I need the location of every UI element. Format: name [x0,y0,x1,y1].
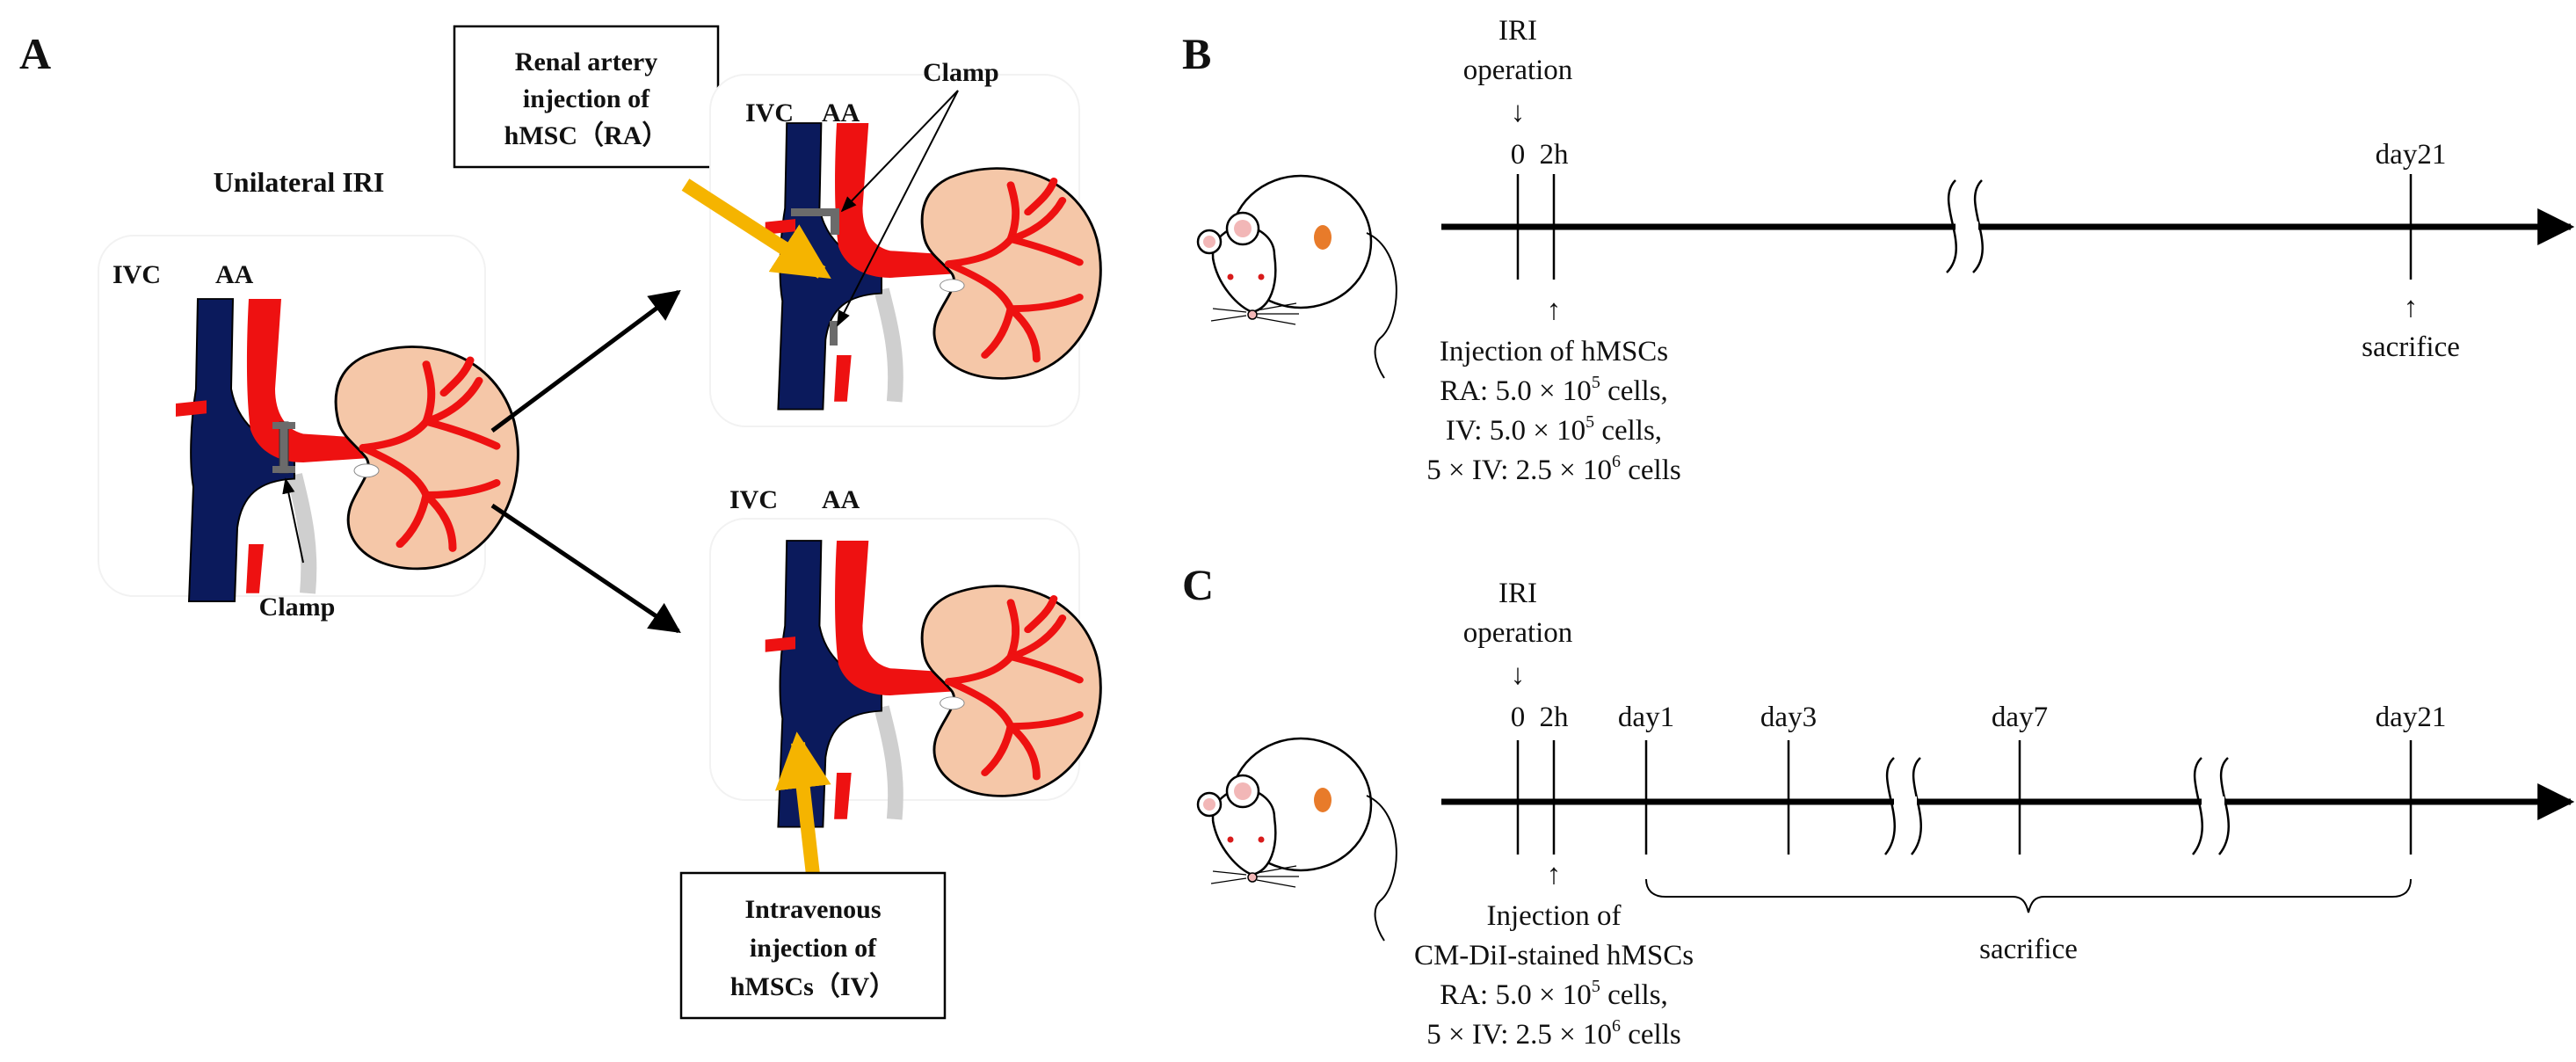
b-event-line-1: IRI [1498,15,1537,47]
b-up-arrow: ↑ [1547,295,1562,326]
c-tick-label-day21: day21 [2376,702,2447,733]
clamp-left [279,421,289,474]
aa-label-left: AA [215,260,254,289]
c-sacrifice: sacrifice [1979,934,2078,965]
c-injection-line-1: Injection of [1486,900,1621,932]
c-injection-line-2: CM-DiI-stained hMSCs [1414,940,1694,971]
iv-injection-arrow [774,731,831,876]
aa-label-iv: AA [822,485,860,514]
b-dose-iv: IV: 5.0 × 105 cells, [1446,412,1662,447]
ra-box-line-1: Renal artery [515,47,657,76]
b-tick-label-2h: 2h [1540,139,1570,171]
b-dose-5xiv: 5 × IV: 2.5 × 106 cells [1426,452,1681,486]
branch-arrow-down [490,503,681,634]
c-dose-ra: RA: 5.0 × 105 cells, [1440,977,1668,1011]
panel-b-letter: B [1182,29,1211,78]
b-sacrifice: sacrifice [2362,331,2460,363]
b-tick-label-0: 0 [1511,139,1526,171]
clamp-label-ra: Clamp [923,58,999,87]
b-up-arrow-end: ↑ [2404,292,2419,324]
c-event-line-2: operation [1463,617,1573,649]
mouse-c [1196,737,1398,942]
b-down-arrow: ↓ [1511,97,1526,128]
c-event-line-1: IRI [1498,578,1537,609]
c-break-mark-1 [1884,757,1922,855]
branch-arrow-up [490,289,681,433]
panel-a-letter: A [19,29,51,78]
iv-box-line-2: injection of [750,934,877,963]
c-tick-label-day3: day3 [1760,702,1817,733]
iv-injection-box [679,871,947,1020]
unilateral-iri-title: Unilateral IRI [214,166,385,198]
c-up-arrow: ↑ [1547,859,1562,891]
panel-b: B IRI operation ↓ 0 2h day21 ↑ Injection… [1182,15,2575,486]
aa-label-ra: AA [822,98,860,127]
clamp-pointer-left [282,477,304,564]
clamp-label-left: Clamp [259,593,336,622]
c-tick-label-day1: day1 [1618,702,1674,733]
iv-box-line-1: Intravenous [744,895,881,924]
ra-box-line-2: injection of [523,84,650,113]
panel-c: C IRI operation ↓ 0 2h day1 day3 day7 da… [1182,560,2575,1051]
b-tick-label-day21: day21 [2376,139,2447,171]
c-sacrifice-bracket [1645,878,2412,913]
ra-box-line-3: hMSC（RA） [504,120,669,150]
ivc-label-left: IVC [112,260,161,289]
clamp-vein-ra [830,321,838,346]
clamp-pointer-ra-2 [837,90,959,327]
c-break-mark-2 [2192,757,2230,855]
panel-a: A Unilateral IRI IVC AA Clamp Renal arte… [19,25,1100,1020]
c-down-arrow: ↓ [1511,659,1526,691]
ivc-label-iv: IVC [729,485,778,514]
b-injection-label: Injection of hMSCs [1440,336,1668,367]
clamp-aorta-ra [791,208,839,216]
ra-injection-arrow [681,178,831,279]
c-tick-label-0: 0 [1511,702,1526,733]
clamp-pointer-ra-1 [840,90,959,213]
c-dose-5xiv: 5 × IV: 2.5 × 106 cells [1426,1016,1681,1051]
b-event-line-2: operation [1463,55,1573,86]
ivc-label-ra: IVC [745,98,794,127]
c-tick-label-2h: 2h [1540,702,1570,733]
c-tick-label-day7: day7 [1992,702,2048,733]
mouse-b [1196,174,1398,380]
b-break-mark [1946,179,1984,273]
iv-box-line-3: hMSCs（IV） [730,971,896,1001]
b-dose-ra: RA: 5.0 × 105 cells, [1440,373,1668,407]
panel-c-letter: C [1182,560,1214,609]
ra-injection-box [453,25,720,169]
